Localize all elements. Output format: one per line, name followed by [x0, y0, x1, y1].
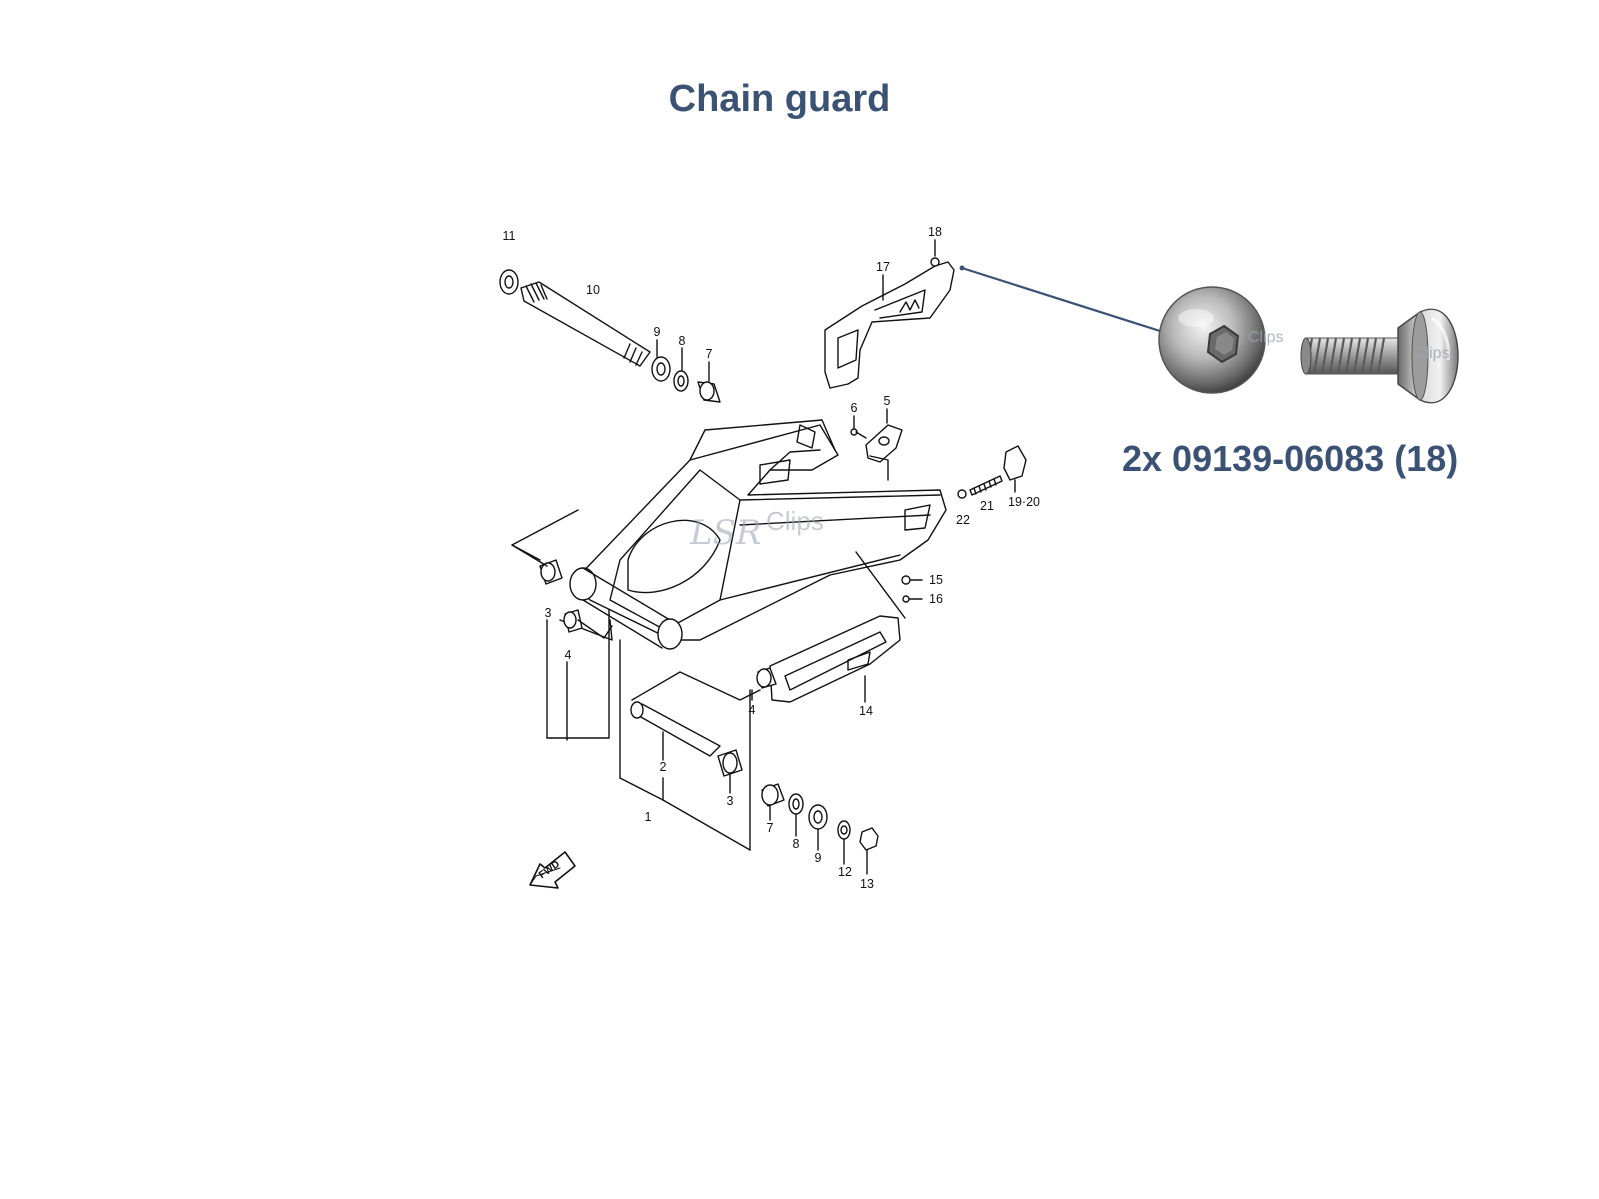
- left-bearings: [511, 509, 621, 779]
- part-label: 8: [793, 837, 800, 851]
- part-label: 1: [645, 810, 652, 824]
- swingarm-body: [559, 419, 947, 650]
- leader-line: [961, 266, 1161, 333]
- part-label: 7: [706, 347, 713, 361]
- chain-slider: [769, 551, 923, 703]
- part-label: 13: [860, 877, 874, 891]
- part-label: 9: [815, 851, 822, 865]
- part-label: 14: [859, 704, 873, 718]
- part-label: 6: [851, 401, 858, 415]
- diagram-linework: [499, 239, 1027, 889]
- chain-guard-part: [824, 239, 955, 389]
- photo-watermark-b: Clips: [1414, 345, 1450, 362]
- page-title: Chain guard: [668, 78, 891, 120]
- part-label: 5: [884, 394, 891, 408]
- part-label: 7: [767, 821, 774, 835]
- upper-bushings: [651, 339, 721, 403]
- part-label: 2: [660, 760, 667, 774]
- part-label: 8: [679, 334, 686, 348]
- part-label: 4: [565, 648, 572, 662]
- part-label: 12: [838, 865, 852, 879]
- part-label: 15: [929, 573, 943, 587]
- part-label: 11: [503, 229, 516, 243]
- part-labels: 1 2 3 3 4 4 5 6 7 7 8 8 9 9 10 11 12 13 …: [503, 225, 1041, 891]
- part-label: 3: [545, 606, 552, 620]
- pivot-shaft: [499, 269, 651, 367]
- part-label: 9: [654, 325, 661, 339]
- photo-watermark-a: Clips: [1248, 329, 1284, 346]
- leader-dot: [959, 265, 965, 271]
- part-label: 19·20: [1008, 495, 1040, 509]
- adjuster-parts: [957, 445, 1027, 499]
- watermark-brand-b: Clips: [766, 506, 824, 536]
- part-label: 17: [876, 260, 890, 274]
- bolt-photo-icon: [1158, 286, 1459, 404]
- bracket-part: [850, 408, 903, 481]
- part-label: 21: [980, 499, 994, 513]
- part-number-caption: 2x 09139-06083 (18): [1122, 438, 1459, 479]
- part-label: 22: [956, 513, 970, 527]
- part-label: 18: [928, 225, 942, 239]
- part-label: 16: [929, 592, 943, 606]
- part-label: 3: [727, 794, 734, 808]
- part-label: 10: [586, 283, 600, 297]
- part-label: 4: [749, 703, 756, 717]
- forward-arrow-icon: [529, 851, 576, 889]
- lower-parts: [511, 544, 879, 875]
- watermark-brand-a: LSR: [689, 513, 761, 553]
